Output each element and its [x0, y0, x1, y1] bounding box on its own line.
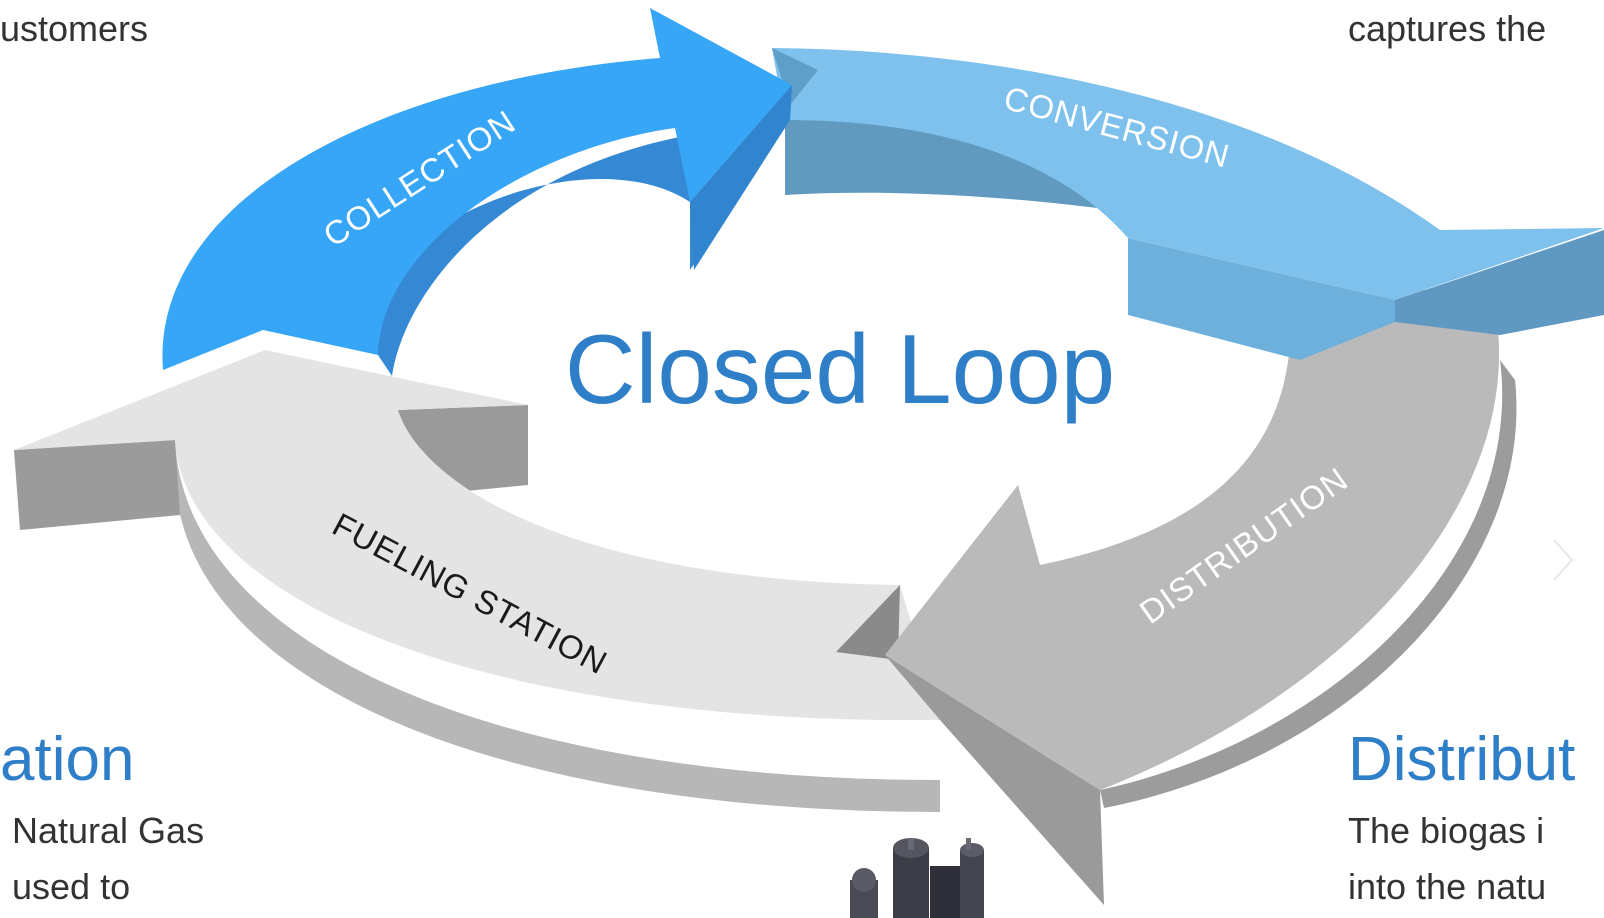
- conversion-arrowhead-side: [1395, 230, 1604, 335]
- chevron-right-icon: [1553, 539, 1574, 581]
- segment-distribution: [885, 285, 1517, 905]
- segment-collection: [162, 8, 793, 376]
- right-body-line2: into the natu: [1348, 866, 1547, 907]
- right-heading: Distribut: [1348, 725, 1576, 794]
- left-top-text: ustomers: [0, 8, 149, 49]
- conversion-tail-shade: [772, 48, 818, 105]
- distribution-side: [1100, 360, 1517, 808]
- collection-side: [163, 85, 792, 376]
- conversion-side-lower: [1128, 238, 1395, 360]
- fueling-top: [14, 350, 940, 721]
- fueling-tip-shade: [836, 585, 900, 660]
- distribution-top: [885, 285, 1500, 790]
- right-top-text: captures the: [1348, 8, 1547, 49]
- left-body-line2: used to: [12, 866, 131, 907]
- collection-top: [162, 8, 793, 370]
- left-heading: ation: [0, 725, 135, 794]
- gas-facility-image: [850, 838, 984, 918]
- segment-fueling-station: [14, 350, 940, 812]
- collection-head-side: [690, 85, 792, 270]
- conversion-top: [772, 48, 1604, 300]
- segment-conversion: [772, 48, 1604, 360]
- left-body-line1: Natural Gas: [12, 810, 205, 851]
- diagram-title: Closed Loop: [565, 314, 1115, 424]
- distribution-arrowhead-side: [885, 655, 1104, 905]
- fueling-arrowhead-side: [14, 440, 180, 530]
- right-body-line1: The biogas i: [1348, 810, 1545, 851]
